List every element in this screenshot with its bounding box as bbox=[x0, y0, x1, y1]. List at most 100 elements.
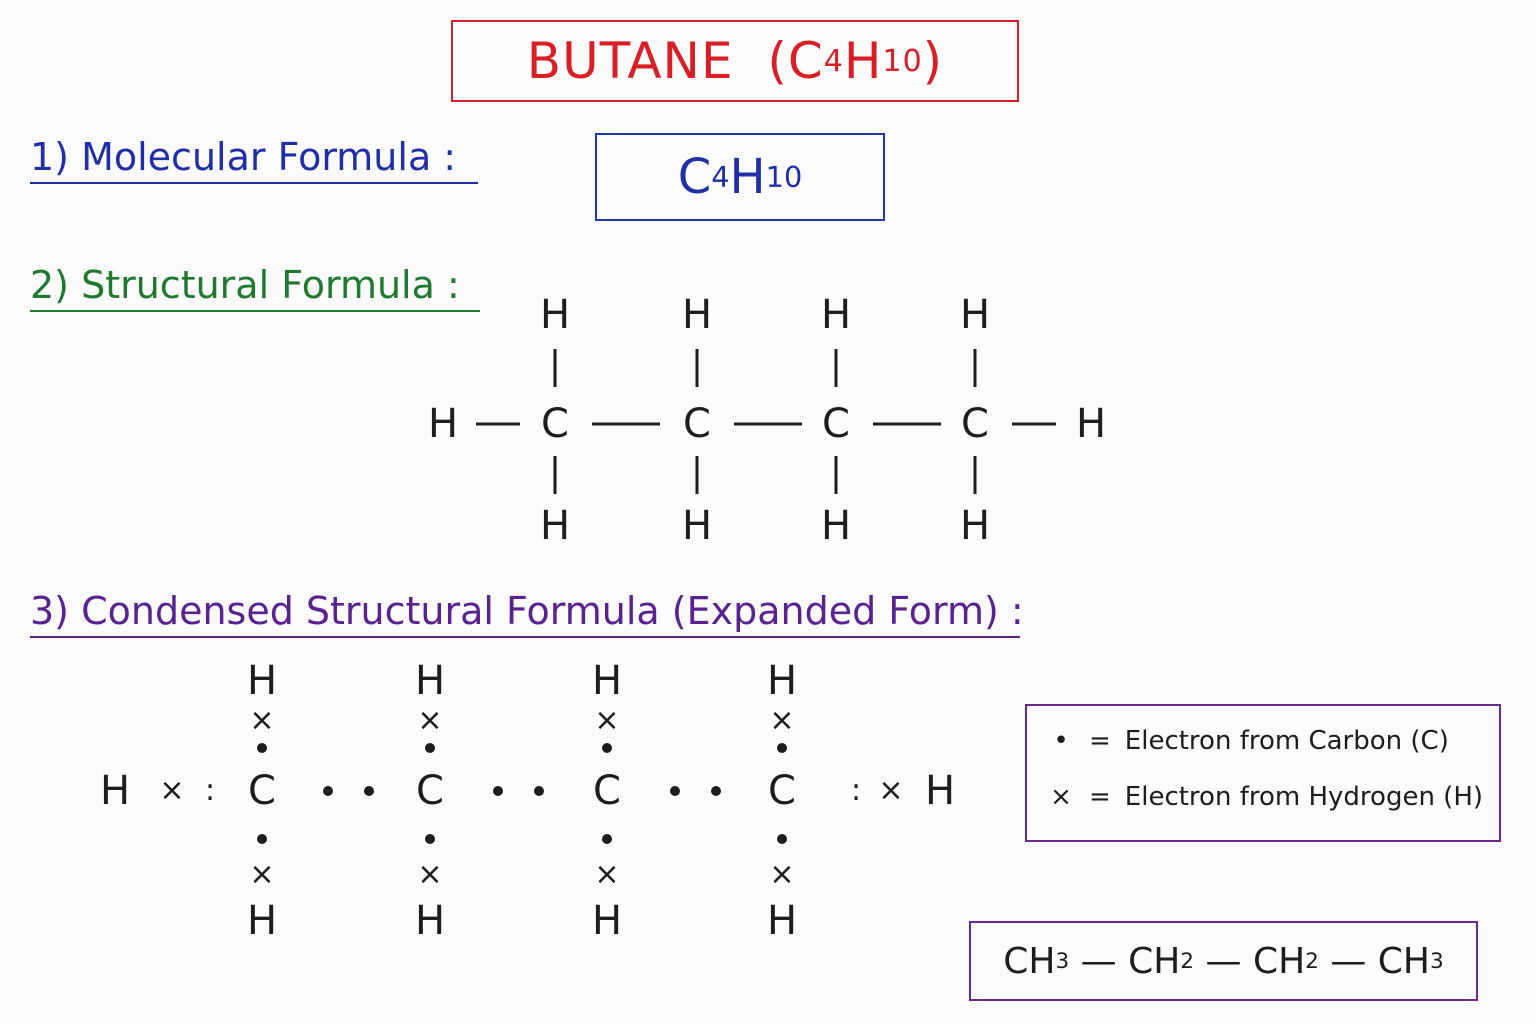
title-text: BUTANE bbox=[526, 32, 734, 90]
title-sub-4: 4 bbox=[823, 43, 844, 79]
carbon-electron-dot bbox=[670, 786, 680, 796]
cond-group-4: CH bbox=[1377, 940, 1431, 982]
mol-formula-h: H bbox=[729, 149, 766, 205]
hydrogen-electron-cross: × bbox=[249, 857, 275, 892]
cond-group-1: CH bbox=[1003, 940, 1056, 982]
hydrogen-atom: H bbox=[246, 898, 278, 944]
legend-cross-symbol: × bbox=[1050, 782, 1072, 812]
single-bond-horizontal bbox=[1012, 422, 1056, 426]
cond-sub-4: 3 bbox=[1430, 948, 1444, 974]
legend-carbon-text: Electron from Carbon (C) bbox=[1124, 726, 1449, 756]
carbon-electron-dot bbox=[777, 743, 787, 753]
cond-bond-1: — bbox=[1069, 940, 1129, 982]
cond-group-2: CH bbox=[1128, 940, 1181, 982]
carbon-atom: C bbox=[822, 401, 850, 447]
hydrogen-atom: H bbox=[539, 503, 571, 549]
hydrogen-atom: H bbox=[591, 658, 623, 704]
hydrogen-electron-cross: × bbox=[769, 703, 795, 738]
carbon-electron-dot bbox=[364, 786, 374, 796]
hydrogen-electron-cross: × bbox=[769, 857, 795, 892]
title-formula-h: H bbox=[843, 32, 883, 90]
single-bond-horizontal bbox=[476, 422, 520, 426]
mol-formula-sub-4: 4 bbox=[711, 160, 730, 194]
hydrogen-atom: H bbox=[766, 658, 798, 704]
hydrogen-atom: H bbox=[414, 658, 446, 704]
hydrogen-electron-cross: × bbox=[878, 773, 904, 808]
mol-formula-sub-10: 10 bbox=[765, 160, 803, 194]
hydrogen-atom: H bbox=[681, 292, 713, 338]
carbon-atom: C bbox=[683, 401, 711, 447]
legend-equals: = bbox=[1089, 726, 1111, 756]
carbon-electron-dot bbox=[257, 834, 267, 844]
hydrogen-atom: H bbox=[766, 898, 798, 944]
legend-equals: = bbox=[1089, 782, 1111, 812]
single-bond-vertical bbox=[553, 349, 557, 387]
hydrogen-atom: H bbox=[414, 898, 446, 944]
carbon-electron-dot bbox=[534, 786, 544, 796]
mol-formula-c: C bbox=[677, 149, 712, 205]
hydrogen-atom: H bbox=[820, 503, 852, 549]
carbon-electron-dot bbox=[711, 786, 721, 796]
legend-hydrogen-text: Electron from Hydrogen (H) bbox=[1124, 782, 1484, 812]
carbon-electron-dot bbox=[777, 834, 787, 844]
single-bond-vertical bbox=[834, 456, 838, 494]
single-bond-horizontal bbox=[873, 422, 941, 426]
carbon-atom: C bbox=[768, 768, 796, 814]
legend-row-carbon: • = Electron from Carbon (C) bbox=[1047, 726, 1449, 756]
hydrogen-electron-cross: × bbox=[594, 857, 620, 892]
hydrogen-atom: H bbox=[427, 401, 459, 447]
hydrogen-atom: H bbox=[924, 768, 956, 814]
single-bond-vertical bbox=[695, 349, 699, 387]
hydrogen-electron-cross: × bbox=[417, 857, 443, 892]
hydrogen-electron-cross: × bbox=[159, 773, 185, 808]
title-formula-open: (C bbox=[767, 32, 824, 90]
heading-structural-formula: 2) Structural Formula : bbox=[30, 266, 480, 312]
carbon-atom: C bbox=[248, 768, 276, 814]
legend-row-hydrogen: × = Electron from Hydrogen (H) bbox=[1047, 782, 1483, 812]
carbon-electron-dot bbox=[257, 743, 267, 753]
title-sub-10: 10 bbox=[882, 43, 923, 79]
carbon-atom: C bbox=[541, 401, 569, 447]
cond-sub-1: 3 bbox=[1055, 948, 1070, 974]
single-bond-vertical bbox=[973, 456, 977, 494]
hydrogen-atom: H bbox=[820, 292, 852, 338]
hydrogen-atom: H bbox=[99, 768, 131, 814]
electron-pair-colon: : bbox=[850, 773, 862, 808]
hydrogen-electron-cross: × bbox=[417, 703, 443, 738]
cond-bond-2: — bbox=[1194, 940, 1253, 982]
hydrogen-atom: H bbox=[591, 898, 623, 944]
heading-condensed-formula: 3) Condensed Structural Formula (Expande… bbox=[30, 592, 1024, 638]
hydrogen-atom: H bbox=[959, 503, 991, 549]
cond-bond-3: — bbox=[1318, 940, 1378, 982]
hydrogen-atom: H bbox=[681, 503, 713, 549]
hydrogen-atom: H bbox=[246, 658, 278, 704]
carbon-electron-dot bbox=[323, 786, 333, 796]
carbon-atom: C bbox=[961, 401, 989, 447]
hydrogen-atom: H bbox=[539, 292, 571, 338]
legend-box: • = Electron from Carbon (C) × = Electro… bbox=[1025, 704, 1501, 842]
single-bond-vertical bbox=[695, 456, 699, 494]
carbon-electron-dot bbox=[602, 743, 612, 753]
title-formula-close: ) bbox=[922, 32, 944, 90]
carbon-electron-dot bbox=[425, 834, 435, 844]
legend-dot-symbol: • bbox=[1053, 726, 1069, 756]
single-bond-vertical bbox=[973, 349, 977, 387]
cond-sub-3: 2 bbox=[1305, 948, 1319, 974]
carbon-electron-dot bbox=[493, 786, 503, 796]
cond-group-3: CH bbox=[1252, 940, 1306, 982]
single-bond-horizontal bbox=[734, 422, 802, 426]
hydrogen-electron-cross: × bbox=[594, 703, 620, 738]
single-bond-vertical bbox=[834, 349, 838, 387]
cond-sub-2: 2 bbox=[1180, 948, 1195, 974]
carbon-atom: C bbox=[593, 768, 621, 814]
electron-pair-colon: : bbox=[204, 773, 216, 808]
carbon-atom: C bbox=[416, 768, 444, 814]
carbon-electron-dot bbox=[602, 834, 612, 844]
hydrogen-atom: H bbox=[1075, 401, 1107, 447]
hydrogen-electron-cross: × bbox=[249, 703, 275, 738]
hydrogen-atom: H bbox=[959, 292, 991, 338]
single-bond-vertical bbox=[553, 456, 557, 494]
